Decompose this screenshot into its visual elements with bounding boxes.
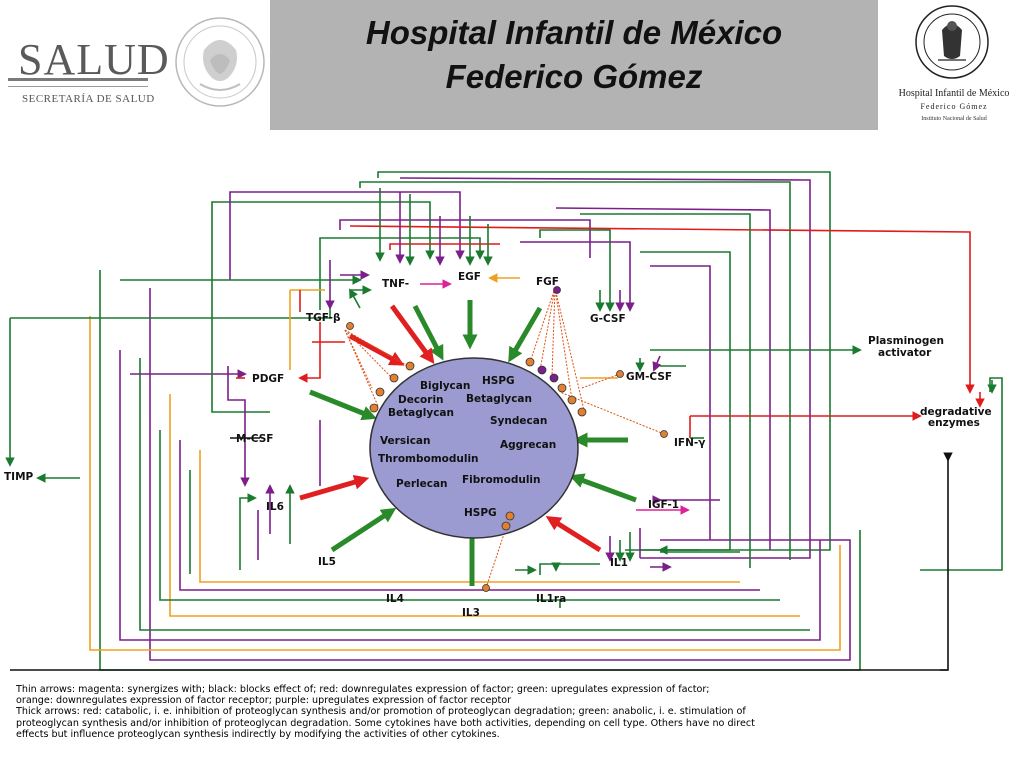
salud-logo-rule-thin (8, 86, 148, 87)
hospital-logo-name: Hospital Infantil de México (898, 88, 1010, 99)
title-band: Hospital Infantil de México Federico Góm… (270, 0, 878, 130)
hospital-seal-icon (880, 0, 1024, 130)
label-betaglycan-right: Betaglycan (466, 393, 532, 405)
node-il1: IL1 (610, 557, 628, 569)
node-plasminogen-activator: activator (878, 347, 932, 359)
salud-logo-text: SALUD (18, 35, 170, 84)
hospital-logo-subname: Federico Gómez (920, 102, 988, 111)
label-versican: Versican (380, 435, 431, 447)
node-il3: IL3 (462, 607, 480, 619)
node-input-arrows (36, 188, 997, 515)
node-egf: EGF (458, 271, 481, 283)
label-hspg-top: HSPG (482, 375, 515, 387)
node-gm-csf: GM-CSF (626, 371, 672, 383)
salud-logo-subtitle: SECRETARÍA DE SALUD (22, 93, 155, 105)
legend-line-1: Thin arrows: magenta: synergizes with; b… (16, 684, 710, 695)
cytokine-network-diagram: Biglycan HSPG Decorin Betaglycan Betagly… (0, 130, 1024, 682)
diagram-legend: Thin arrows: magenta: synergizes with; b… (16, 684, 1016, 740)
node-ifn-gamma: IFN-γ (674, 437, 705, 449)
node-g-csf: G-CSF (590, 313, 626, 325)
connector-lines (5, 171, 1003, 671)
legend-line-4: proteoglycan synthesis and/or inhibition… (16, 717, 755, 729)
label-betaglycan-left: Betaglycan (388, 407, 454, 419)
label-perlecan: Perlecan (396, 478, 448, 490)
cytokine-labels: TNF- EGF FGF TGF-β G-CSF Plasminogen act… (4, 271, 992, 619)
node-il5: IL5 (318, 556, 336, 568)
node-pdgf: PDGF (252, 373, 284, 385)
node-plasminogen: Plasminogen (868, 335, 944, 347)
node-tnf: TNF- (382, 278, 409, 290)
node-il4: IL4 (386, 593, 404, 605)
hospital-logo-institute: Instituto Nacional de Salud (921, 116, 987, 122)
label-thrombomodulin: Thrombomodulin (378, 453, 479, 465)
node-degradative-enzymes: enzymes (928, 417, 980, 429)
ellipse-dots (346, 286, 668, 592)
salud-logo-rule (8, 78, 148, 81)
label-fibromodulin: Fibromodulin (462, 474, 541, 486)
proteoglycan-ellipse (369, 357, 579, 539)
proteoglycan-labels: Biglycan HSPG Decorin Betaglycan Betagly… (378, 375, 556, 519)
node-il6: IL6 (266, 501, 284, 513)
legend-line-2: orange: downregulates expression of fact… (16, 695, 512, 707)
salud-logo: SALUD SECRETARÍA DE SALUD (0, 0, 170, 130)
node-fgf: FGF (536, 276, 559, 288)
label-biglycan: Biglycan (420, 380, 470, 392)
node-timp: TIMP (4, 471, 34, 483)
node-m-csf: M-CSF (236, 433, 273, 445)
header: SALUD SECRETARÍA DE SALUD Hospital Infan… (0, 0, 1024, 130)
node-il1ra: IL1ra (536, 593, 566, 605)
thick-arrows (299, 300, 637, 586)
mexican-coat-of-arms-seal-icon (170, 0, 270, 130)
label-hspg-bottom: HSPG (464, 507, 497, 519)
page-subtitle: Federico Gómez (445, 58, 703, 95)
dotted-effect-arrows (344, 287, 665, 589)
node-tgf-beta: TGF-β (306, 312, 341, 324)
page-title: Hospital Infantil de México (365, 14, 783, 51)
label-decorin: Decorin (398, 394, 444, 406)
label-syndecan: Syndecan (490, 415, 547, 427)
legend-line-3: Thick arrows: red: catabolic, i. e. inhi… (16, 706, 746, 718)
legend-line-5: effects but influence proteoglycan synth… (16, 728, 500, 740)
node-igf-1: IGF-1 (648, 499, 679, 511)
node-degradative: degradative (920, 406, 992, 418)
label-aggrecan: Aggrecan (500, 439, 556, 451)
